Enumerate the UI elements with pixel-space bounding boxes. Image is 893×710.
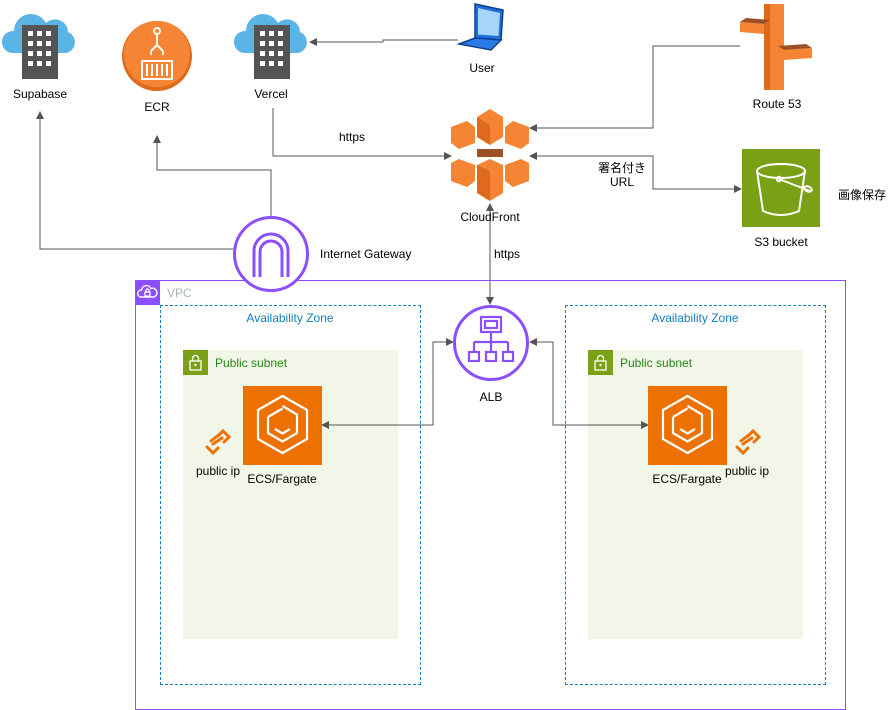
elastic-ip-icon xyxy=(203,428,233,456)
edge-cloudfront-s3 xyxy=(529,152,742,193)
edge-label-signed-url-line1: 署名付き xyxy=(597,161,647,175)
route53-label: Route 53 xyxy=(752,97,802,111)
s3-note: 画像保存 xyxy=(838,188,887,202)
availability-zone-left xyxy=(160,305,421,685)
supabase-label: Supabase xyxy=(12,87,68,101)
edge-label-signed-url-line2: URL xyxy=(609,175,635,189)
edge-alb-ecs-right xyxy=(529,338,649,429)
edge-alb-ecs-left xyxy=(321,338,454,429)
ecs-icon xyxy=(648,386,727,465)
s3-bucket-icon xyxy=(742,149,820,227)
availability-zone-left-label: Availability Zone xyxy=(246,311,334,325)
internet-gateway-icon xyxy=(232,215,310,293)
building-cloud-icon xyxy=(0,3,80,79)
lock-icon xyxy=(183,350,208,375)
s3-label: S3 bucket xyxy=(754,235,808,249)
vpc-cloud-icon xyxy=(135,280,160,305)
availability-zone-right-label: Availability Zone xyxy=(651,311,739,325)
elastic-ip-icon xyxy=(733,428,763,456)
edge-cloudfront-route53 xyxy=(529,45,740,132)
vercel-label: Vercel xyxy=(254,87,288,101)
vpc-label: VPC xyxy=(167,286,192,300)
route53-icon xyxy=(740,4,812,90)
public-ip-right-label: public ip xyxy=(724,464,770,478)
ecs-right-label: ECS/Fargate xyxy=(652,472,722,486)
ecs-icon xyxy=(243,386,322,465)
public-ip-left-label: public ip xyxy=(195,464,241,478)
ecr-label: ECR xyxy=(144,100,170,114)
alb-label: ALB xyxy=(479,390,503,404)
igw-label: Internet Gateway xyxy=(320,247,412,261)
edge-igw-supabase xyxy=(36,111,233,250)
edge-igw-ecr xyxy=(153,135,272,216)
laptop-icon xyxy=(456,2,507,54)
building-cloud-icon xyxy=(232,3,312,79)
cloudfront-icon xyxy=(451,109,529,201)
public-subnet-left-label: Public subnet xyxy=(215,356,288,370)
load-balancer-icon xyxy=(452,304,530,382)
user-label: User xyxy=(469,61,495,75)
edge-label-vercel-cloudfront: https xyxy=(338,130,366,144)
edge-label-cloudfront-alb: https xyxy=(493,247,521,261)
availability-zone-right xyxy=(565,305,826,685)
ecr-icon xyxy=(122,21,192,91)
ecs-left-label: ECS/Fargate xyxy=(247,472,317,486)
edge-user-vercel xyxy=(309,38,458,46)
edge-vercel-cloudfront xyxy=(272,108,452,160)
cloudfront-label: CloudFront xyxy=(460,210,520,224)
